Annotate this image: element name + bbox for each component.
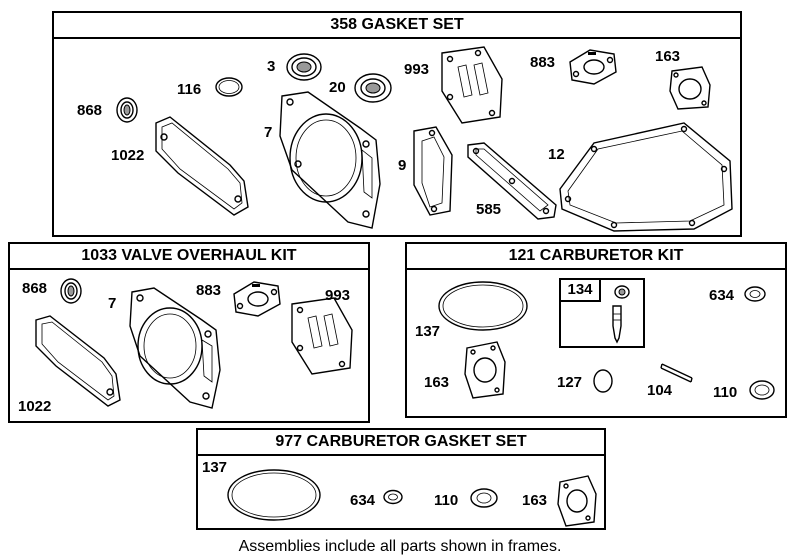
part-label-163: 163 <box>424 374 450 391</box>
part-label-7: 7 <box>108 295 117 312</box>
frame-358-gasket-set: 358 GASKET SET 868 116 1022 3 20 7 993 8… <box>52 11 742 237</box>
part-label-127: 127 <box>557 374 583 391</box>
inlet-needle-icon <box>609 304 625 344</box>
part-label-137: 137 <box>415 323 441 340</box>
part-label-993: 993 <box>404 61 430 78</box>
part-label-3: 3 <box>267 58 276 75</box>
float-bowl-gasket-137 <box>224 466 324 524</box>
intake-gasket-883 <box>228 278 284 320</box>
frame-title: 121 CARBURETOR KIT <box>407 244 785 270</box>
carburetor-gasket-163 <box>666 65 714 111</box>
footer-caption: Assemblies include all parts shown in fr… <box>238 538 562 555</box>
intake-gasket-883 <box>564 46 620 86</box>
part-label-9: 9 <box>398 157 407 174</box>
carburetor-gasket-163 <box>554 474 600 528</box>
part-label-104: 104 <box>647 382 673 399</box>
part-label-883: 883 <box>196 282 222 299</box>
bowl-nut-washer-110 <box>747 378 777 402</box>
welch-plug-127 <box>591 368 615 394</box>
frame-977-carburetor-gasket-set: 977 CARBURETOR GASKET SET 137 634 110 16… <box>196 428 606 530</box>
float-pin-104 <box>659 360 695 384</box>
valve-cover-gasket-1022 <box>30 312 126 412</box>
frame-1033-valve-overhaul-kit: 1033 VALVE OVERHAUL KIT 868 1022 7 883 9… <box>8 242 370 423</box>
bowl-nut-washer-110 <box>468 486 500 510</box>
part-label-1022: 1022 <box>111 147 145 164</box>
part-label-163: 163 <box>522 492 548 509</box>
crankcase-gasket-12 <box>554 119 736 237</box>
part-label-868: 868 <box>77 102 103 119</box>
cylinder-head-gasket-7 <box>276 88 386 238</box>
exhaust-gasket-585 <box>464 141 560 221</box>
part-label-1022: 1022 <box>18 398 52 415</box>
part-label-12: 12 <box>548 146 565 163</box>
part-label-868: 868 <box>22 280 48 297</box>
part-label-116: 116 <box>177 81 202 98</box>
needle-seat-icon <box>613 284 631 300</box>
part-label-634: 634 <box>709 287 735 304</box>
valve-cover-gasket-1022 <box>148 111 260 223</box>
part-label-7: 7 <box>264 124 273 141</box>
frame-title: 358 GASKET SET <box>54 13 740 39</box>
o-ring-116 <box>214 75 244 99</box>
subassembly-label-134: 134 <box>561 280 601 302</box>
bowl-nut-washer-634 <box>743 284 767 304</box>
oil-seal-868 <box>114 95 140 125</box>
frame-121-carburetor-kit: 121 CARBURETOR KIT 137 134 634 163 127 1… <box>405 242 787 418</box>
breather-gasket-993 <box>288 296 358 376</box>
part-label-163: 163 <box>655 48 681 65</box>
oil-seal-868 <box>58 276 84 306</box>
part-label-634: 634 <box>350 492 376 509</box>
part-label-110: 110 <box>434 492 459 509</box>
cylinder-head-gasket-7 <box>126 284 226 414</box>
part-label-20: 20 <box>329 79 346 96</box>
subassembly-134: 134 <box>559 278 645 348</box>
breather-gasket-993 <box>438 45 508 125</box>
part-label-993: 993 <box>325 287 351 304</box>
frame-title: 1033 VALVE OVERHAUL KIT <box>10 244 368 270</box>
breather-gasket-9 <box>410 125 456 219</box>
float-bowl-gasket-137 <box>435 278 531 334</box>
bowl-nut-washer-634 <box>382 488 404 506</box>
part-label-883: 883 <box>530 54 556 71</box>
part-label-585: 585 <box>476 201 502 218</box>
oil-seal-3 <box>284 51 324 83</box>
carburetor-gasket-163 <box>461 340 509 400</box>
oil-seal-20 <box>352 71 394 105</box>
part-label-110: 110 <box>713 384 738 401</box>
frame-title: 977 CARBURETOR GASKET SET <box>198 430 604 456</box>
part-label-137: 137 <box>202 459 228 476</box>
